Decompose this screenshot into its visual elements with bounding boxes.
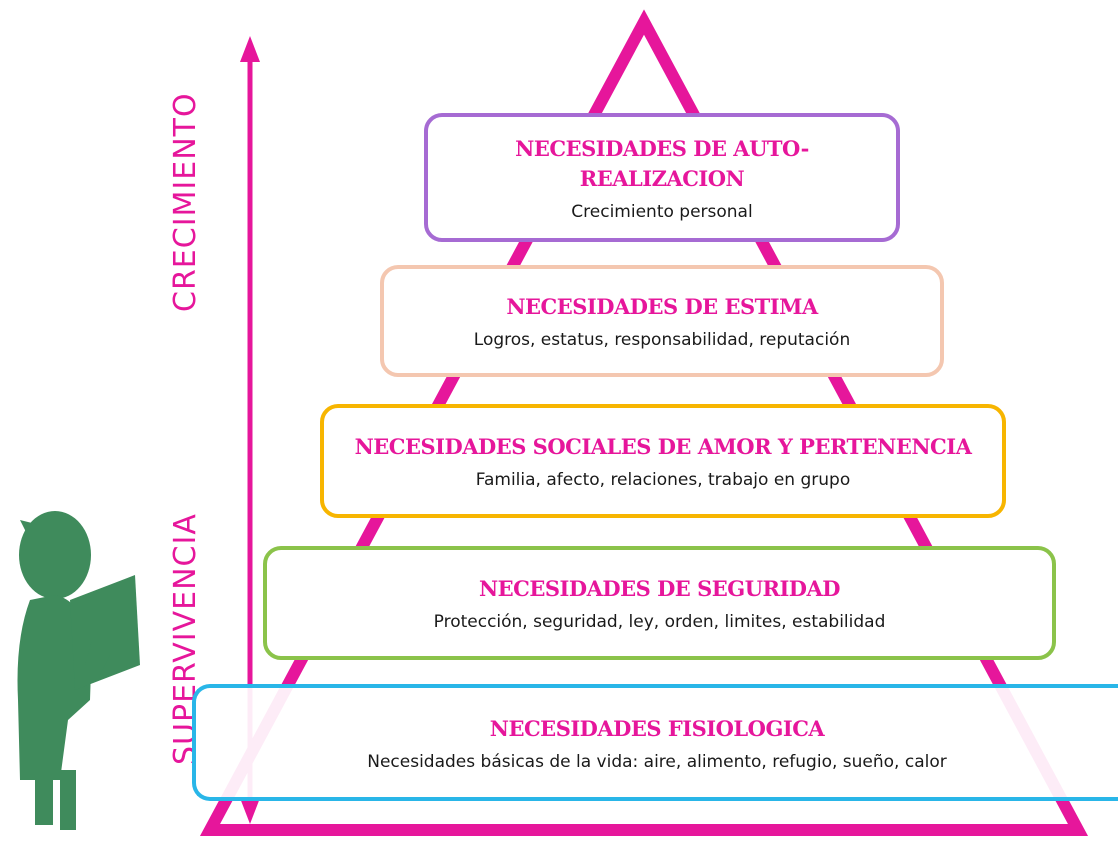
level-estima: NECESIDADES DE ESTIMA Logros, estatus, r…	[380, 265, 944, 377]
level-title: NECESIDADES FISIOLOGICA	[489, 715, 825, 741]
level-title: NECESIDADES SOCIALES DE AMOR Y PERTENENC…	[354, 434, 972, 459]
level-description: Necesidades básicas de la vida: aire, al…	[367, 751, 947, 772]
level-autorrealizacion: NECESIDADES DE AUTO- REALIZACION Crecimi…	[424, 113, 900, 242]
child-reading-silhouette-icon	[17, 511, 140, 830]
level-title: NECESIDADES DE ESTIMA	[506, 294, 818, 319]
level-title: NECESIDADES DE AUTO- REALIZACION	[515, 135, 809, 191]
level-description: Familia, afecto, relaciones, trabajo en …	[475, 470, 851, 490]
level-title: NECESIDADES DE SEGURIDAD	[478, 576, 841, 601]
growth-arrow	[240, 36, 260, 824]
growth-label: CRECIMIENTO	[168, 92, 203, 312]
level-sociales: NECESIDADES SOCIALES DE AMOR Y PERTENENC…	[320, 404, 1006, 518]
level-description: Logros, estatus, responsabilidad, reputa…	[473, 330, 851, 350]
arrow-up-icon	[240, 36, 260, 62]
level-fisiologica: NECESIDADES FISIOLOGICA Necesidades bási…	[192, 684, 1118, 801]
level-description: Protección, seguridad, ley, orden, limit…	[433, 612, 886, 632]
arrow-down-icon	[240, 798, 260, 824]
level-seguridad: NECESIDADES DE SEGURIDAD Protección, seg…	[263, 546, 1056, 660]
level-description: Crecimiento personal	[571, 201, 753, 222]
